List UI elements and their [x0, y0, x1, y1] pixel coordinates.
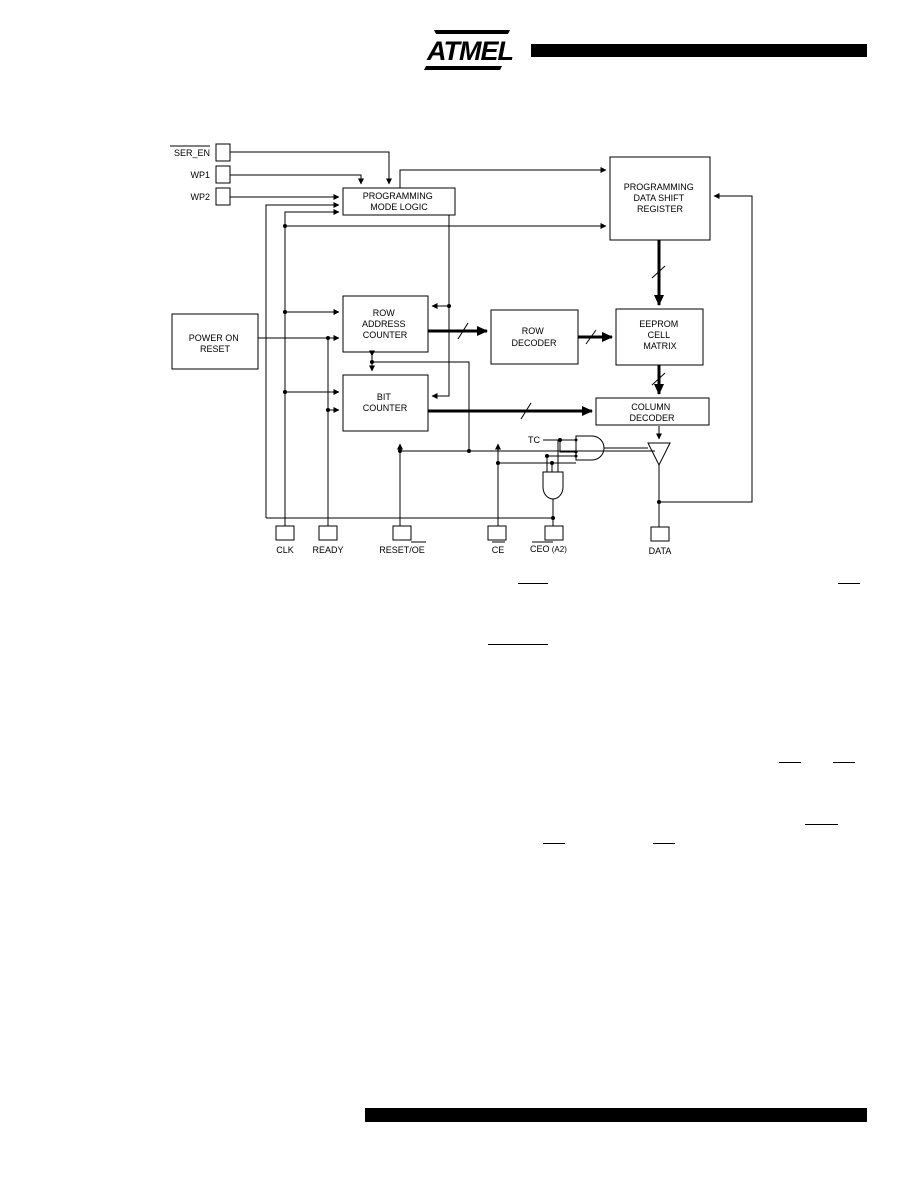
wp2-label: WP2 — [190, 192, 210, 202]
overline-mark — [488, 644, 548, 645]
overline-mark — [805, 824, 838, 825]
rac-line2: ADDRESS — [362, 319, 406, 329]
por-line2: RESET — [200, 344, 231, 354]
ecm-line1: EEPROM — [639, 319, 678, 329]
ser-en-pad — [215, 143, 231, 162]
overline-mark — [838, 583, 860, 584]
overline-mark — [779, 762, 801, 763]
overline-mark — [653, 843, 675, 844]
data-pin-label: DATA — [649, 546, 672, 556]
ser-en-label: SER_EN — [174, 148, 210, 158]
overline-mark — [543, 843, 565, 844]
ceo-pin-label: CEO (A2) — [530, 544, 567, 554]
row-address-counter-block — [342, 295, 429, 353]
pml-line1: PROGRAMMING — [363, 191, 433, 201]
ceo-pin-pad — [544, 525, 564, 541]
svg-text:COLUMN DECODER: COLUMN DECODER — [629, 402, 675, 423]
programming-mode-logic-block — [342, 187, 456, 216]
footer-bar — [365, 1108, 867, 1122]
cd-line1: COLUMN — [631, 402, 670, 412]
wp1-label: WP1 — [190, 170, 210, 180]
cd-line2: DECODER — [629, 413, 675, 423]
svg-text:PROGRAMMING MODE LOGIC: PROGRAMMING MODE LOGIC — [363, 191, 436, 212]
svg-text:POWER ON RESET: POWER ON RESET — [189, 333, 242, 354]
reset-oe-pin-label: RESET/OE — [379, 545, 425, 555]
overline-mark — [833, 762, 855, 763]
ceo-suffix: (A2) — [550, 545, 568, 554]
svg-text:BIT COUNTER: BIT COUNTER — [363, 392, 408, 413]
pdsr-line1: PROGRAMMING — [624, 182, 694, 192]
wp1-pad — [215, 165, 231, 184]
rac-line3: COUNTER — [363, 330, 408, 340]
column-decoder-block — [595, 397, 710, 426]
header-bar — [531, 44, 867, 57]
pdsr-line2: DATA SHIFT — [633, 193, 684, 203]
svg-text:ROW DECODER: ROW DECODER — [511, 326, 557, 348]
ce-pin-label: CE — [492, 545, 505, 555]
bit-counter-block — [342, 374, 429, 432]
ce-pin-pad — [487, 525, 507, 541]
svg-text:ROW ADDRESS COUNTER: ROW ADDRESS COUNTER — [362, 308, 408, 340]
clk-pin-pad — [275, 525, 295, 541]
and-gate-horizontal — [575, 435, 605, 461]
wp2-pad — [215, 187, 231, 206]
svg-text:PROGRAMMING DATA SHIFT: PROGRAMMING DATA SHIFT REGISTER — [624, 182, 697, 214]
pdsr-line3: REGISTER — [637, 204, 684, 214]
data-buffer-triangle — [647, 442, 671, 467]
svg-text:EEPROM CELL MATRIX: EEPROM CELL MATRIX — [639, 319, 681, 351]
reset-oe-suffix: OE — [412, 545, 425, 555]
rd-line1: ROW — [522, 326, 545, 336]
tc-label: TC — [528, 435, 540, 445]
atmel-logo: ATMEL — [424, 30, 514, 70]
ceo-text: CEO — [530, 544, 550, 554]
overline-mark — [518, 583, 548, 584]
reset-oe-pin-pad — [392, 525, 412, 541]
bc-line1: BIT — [377, 392, 392, 402]
logo-text: ATMEL — [426, 36, 513, 66]
pml-line2: MODE LOGIC — [370, 202, 428, 212]
ready-pin-label: READY — [312, 545, 343, 555]
bc-line2: COUNTER — [363, 403, 408, 413]
row-decoder-block — [490, 309, 579, 365]
reset-prefix: RESET/ — [379, 545, 412, 555]
rac-line1: ROW — [373, 308, 396, 318]
clk-pin-label: CLK — [276, 545, 294, 555]
rd-line2: DECODER — [511, 338, 557, 348]
ecm-line2: CELL — [648, 330, 671, 340]
power-on-reset-block — [171, 313, 259, 370]
por-line1: POWER ON — [189, 333, 239, 343]
ready-pin-pad — [318, 525, 338, 541]
ecm-line3: MATRIX — [643, 341, 676, 351]
data-pin-pad — [650, 526, 670, 542]
and-gate-vertical — [542, 471, 564, 500]
